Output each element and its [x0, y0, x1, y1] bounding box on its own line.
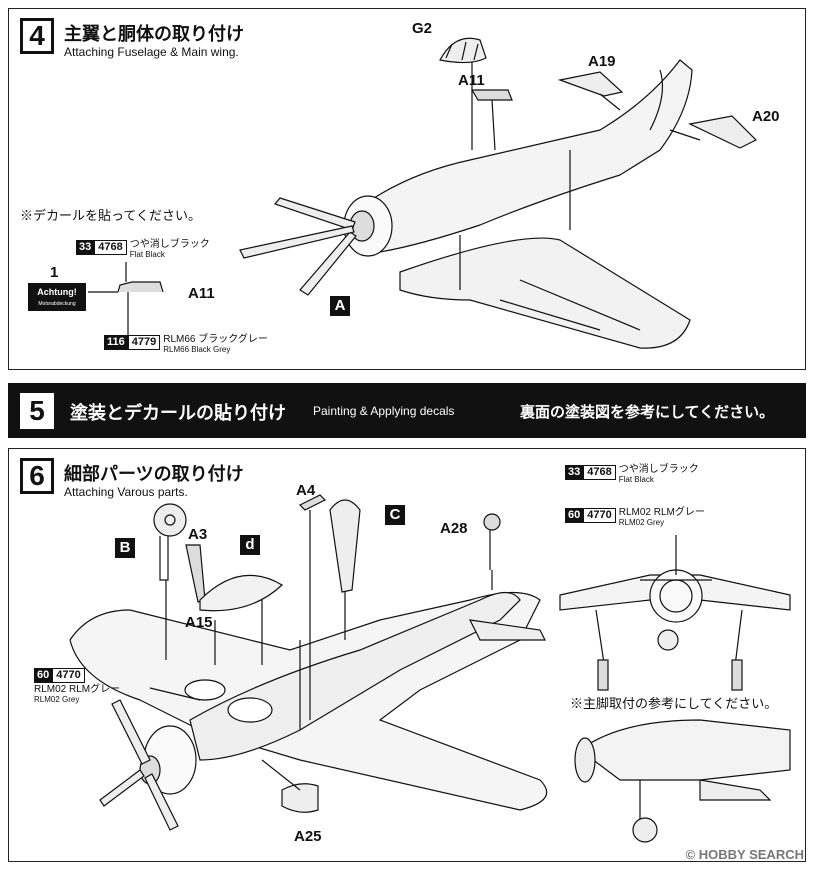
paint-code: 4779	[127, 335, 161, 350]
step5-title-en: Painting & Applying decals	[313, 404, 455, 418]
part-label-a11-left: A11	[188, 285, 215, 302]
gear-reference-note: ※主脚取付の参考にしてください。	[570, 696, 778, 711]
paint-name-en: Flat Black	[618, 475, 654, 484]
part-label-a20: A20	[752, 108, 780, 125]
step4-number: 4	[20, 18, 54, 54]
paint-name-en: RLM66 Black Grey	[163, 345, 231, 354]
part-label-a15: A15	[185, 614, 213, 631]
step6-title-en: Attaching Varous parts.	[64, 485, 188, 499]
step5-note-jp: 裏面の塗装図を参考にしてください。	[520, 404, 775, 421]
paint-name-en: RLM02 Grey	[618, 518, 665, 527]
paint-number: 60	[34, 668, 53, 683]
part-label-a11-top: A11	[458, 72, 485, 89]
step4-decal-note: ※デカールを貼ってください。	[20, 208, 201, 223]
part-label-a3: A3	[188, 526, 208, 543]
step4-title-jp: 主翼と胴体の取り付け	[64, 24, 244, 44]
paint-name-jp: つや消しブラック	[129, 239, 210, 250]
paint-name-jp: RLM66 ブラックグレー	[163, 334, 268, 345]
paint-number: 33	[565, 465, 584, 480]
step6-title-jp: 細部パーツの取り付け	[64, 464, 244, 484]
part-label-a28: A28	[440, 520, 468, 537]
step5-title-jp: 塗装とデカールの貼り付け	[70, 403, 286, 423]
part-label-g2: G2	[412, 20, 433, 37]
part-label-a4: A4	[296, 482, 316, 499]
paint-name-en: Flat Black	[129, 250, 165, 259]
step6-number: 6	[20, 458, 54, 494]
svg-text:Motorabdeckung: Motorabdeckung	[38, 301, 75, 307]
step5-band: 5 塗装とデカールの貼り付け Painting & Applying decal…	[8, 383, 806, 438]
decal-number: 1	[50, 264, 59, 281]
paint-code: 4768	[94, 240, 127, 255]
step4-title-en: Attaching Fuselage & Main wing.	[64, 45, 239, 59]
subassembly-label-c: C	[385, 505, 405, 525]
paint-code: 4770	[52, 668, 85, 683]
paint-name-jp: RLM02 RLMグレー	[618, 507, 705, 518]
part-label-a25: A25	[294, 828, 322, 845]
paint-number: 116	[104, 335, 128, 350]
subassembly-label-d: d	[240, 535, 260, 555]
paint-name-en: RLM02 Grey	[34, 695, 80, 704]
svg-text:Achtung!: Achtung!	[37, 287, 77, 297]
paint-number: 60	[565, 508, 584, 523]
watermark: © HOBBY SEARCH	[685, 847, 804, 862]
part-label-a19: A19	[588, 53, 616, 70]
subassembly-label-a: A	[330, 296, 350, 316]
paint-number: 33	[76, 240, 95, 255]
paint-name-jp: RLM02 RLMグレー	[34, 684, 121, 695]
step5-number: 5	[20, 393, 54, 429]
paint-code: 4768	[583, 465, 616, 480]
subassembly-label-b: B	[115, 538, 135, 558]
paint-code: 4770	[583, 508, 616, 523]
paint-name-jp: つや消しブラック	[618, 464, 699, 475]
